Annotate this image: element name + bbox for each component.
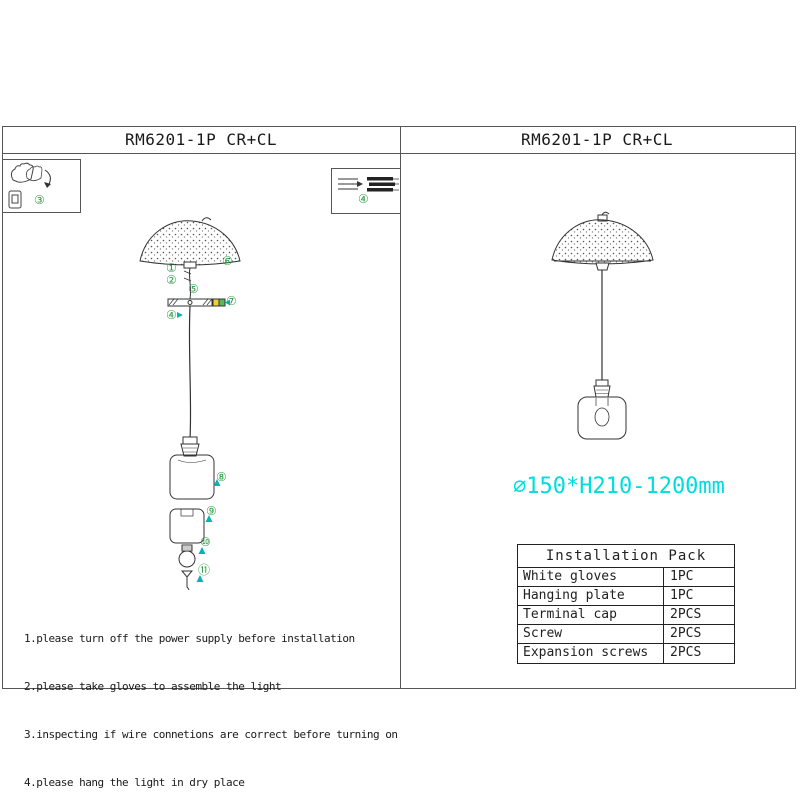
callout-5: ⑤ (188, 282, 199, 296)
callout-7-arrow (225, 299, 230, 306)
callout-6: ⑥ (222, 254, 233, 268)
callout-9: ⑨ (206, 504, 217, 518)
callout-4: ④ (166, 308, 177, 322)
callout-7: ⑦ (226, 294, 237, 308)
pack-item-qty: 1PC (670, 569, 694, 584)
callout-1: ① (166, 261, 177, 275)
pack-item-name: Terminal cap (518, 606, 664, 624)
hook-drawing (180, 570, 194, 590)
callout-10: ⑩ (200, 535, 211, 549)
callout-9-arrow (205, 515, 213, 522)
instruction-line: 3.inspecting if wire connetions are corr… (24, 728, 398, 741)
pack-item-qty: 2PCS (670, 626, 702, 641)
dimension-label: ∅150*H210-1200mm (513, 474, 725, 499)
pack-table-header: Installation Pack (518, 545, 734, 568)
callout-3-gloves: ③ (34, 193, 45, 207)
bulb-drawing (178, 544, 196, 568)
table-row: Screw 2PCS (518, 625, 734, 644)
pack-item-name: Screw (518, 625, 664, 643)
cord-drawing (188, 305, 192, 440)
callout-8: ⑧ (216, 470, 227, 484)
callout-11-arrow (196, 575, 204, 582)
pack-item-qty: 2PCS (670, 645, 702, 660)
callout-4-arrow (177, 312, 183, 318)
instruction-line: 1.please turn off the power supply befor… (24, 632, 355, 645)
inner-cup-drawing (169, 508, 205, 544)
assembled-lamp-diagram (551, 211, 654, 440)
callout-8-arrow (213, 479, 221, 486)
installation-pack-table: Installation Pack White gloves 1PC Hangi… (517, 544, 735, 664)
left-panel-title: RM6201-1P CR+CL (125, 130, 277, 149)
callout-11: ⑪ (198, 563, 211, 577)
drawing-frame: RM6201-1P CR+CL RM6201-1P CR+CL (2, 126, 796, 689)
right-panel-title: RM6201-1P CR+CL (521, 130, 673, 149)
table-row: White gloves 1PC (518, 568, 734, 587)
pack-item-name: Hanging plate (518, 587, 664, 605)
callout-10-arrow (198, 547, 206, 554)
callout-2: ② (166, 273, 177, 287)
table-row: Expansion screws 2PCS (518, 644, 734, 663)
instructions-list: 1.please turn off the power supply befor… (24, 599, 398, 800)
pack-item-name: Expansion screws (518, 644, 664, 663)
pack-item-name: White gloves (518, 568, 664, 586)
table-row: Terminal cap 2PCS (518, 606, 734, 625)
instruction-line: 2.please take gloves to assemble the lig… (24, 680, 282, 693)
pack-item-qty: 2PCS (670, 607, 702, 622)
socket-drawing (593, 379, 611, 398)
exploded-lamp-diagram (139, 217, 241, 590)
table-row: Hanging plate 1PC (518, 587, 734, 606)
wire-strip-icon (338, 177, 399, 192)
instruction-line: 4.please hang the light in dry place (24, 776, 245, 789)
glass-shade-drawing (169, 454, 215, 500)
title-row: RM6201-1P CR+CL RM6201-1P CR+CL (3, 127, 795, 154)
lamp-holder-drawing (180, 436, 200, 457)
glass-shade-drawing (577, 396, 627, 440)
callout-4-wires: ④ (358, 192, 369, 206)
panel-divider (400, 127, 401, 688)
gloves-icon (8, 162, 51, 209)
pack-item-qty: 1PC (670, 588, 694, 603)
lamp-shade-drawing (551, 211, 654, 271)
gloves-inset-box (3, 159, 81, 213)
wires-inset-box (331, 168, 400, 214)
